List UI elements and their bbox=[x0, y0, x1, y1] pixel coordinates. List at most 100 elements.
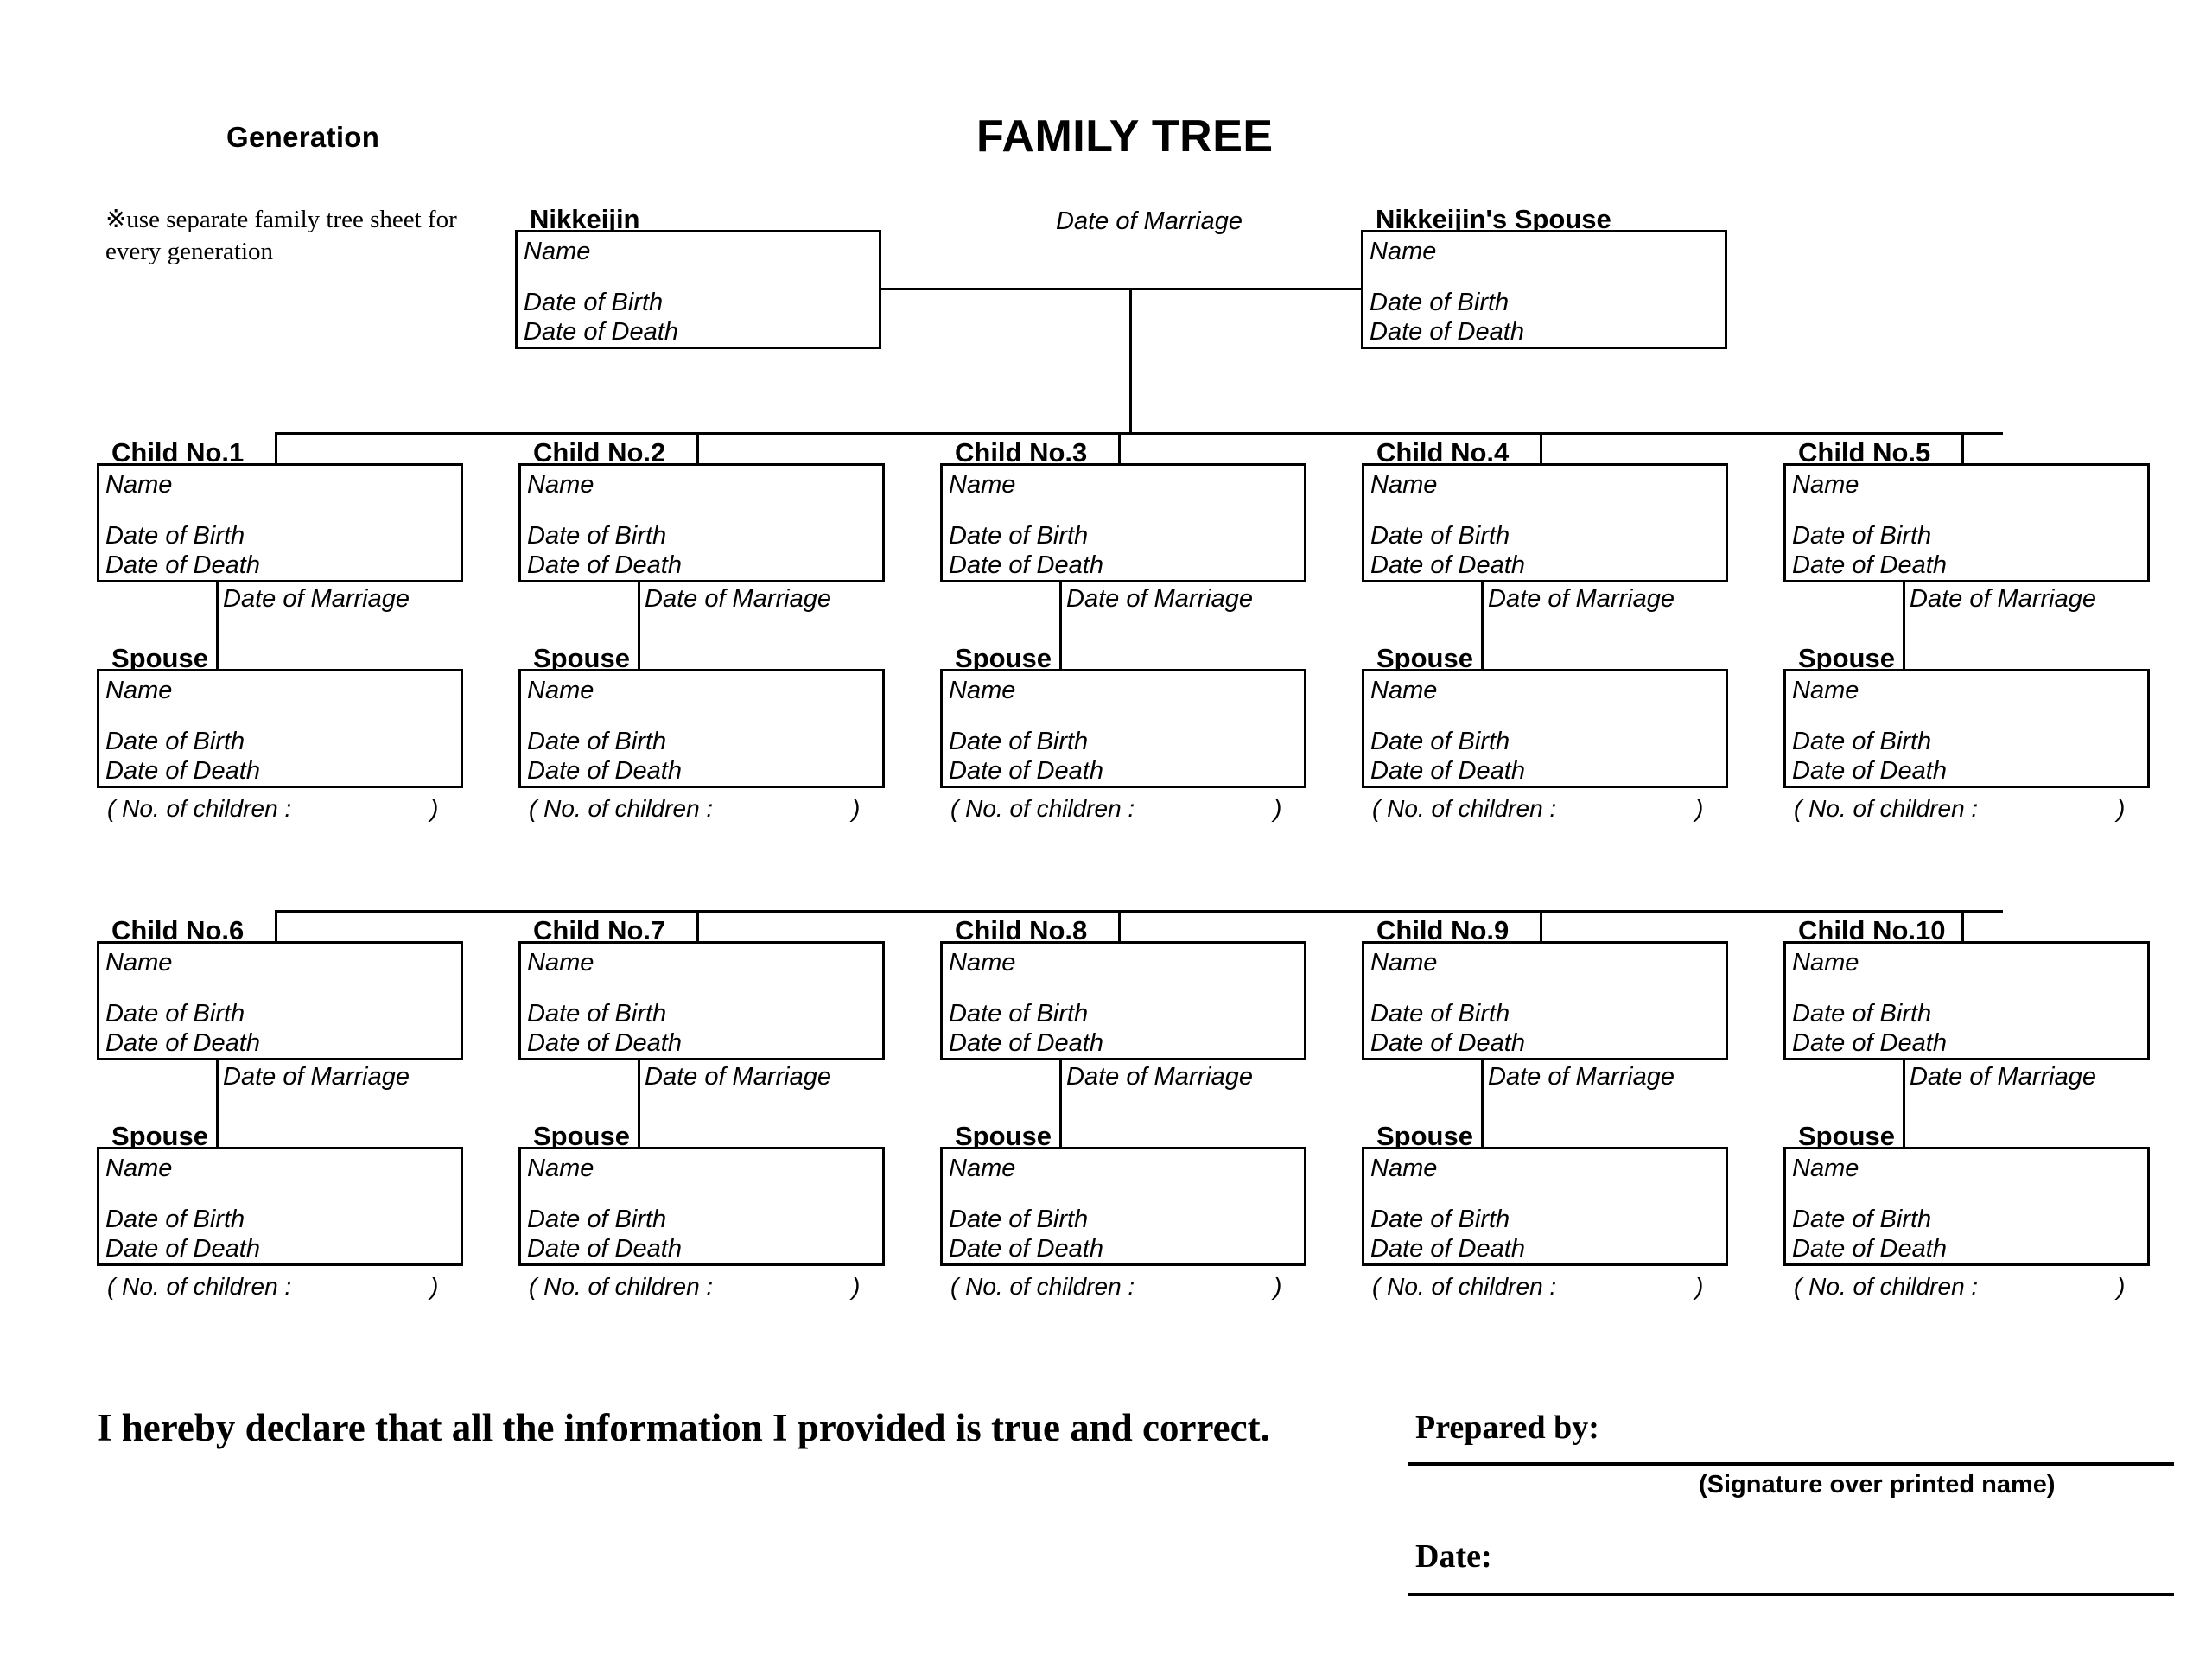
dod-field-label: Date of Death bbox=[1792, 1235, 1947, 1263]
children-count-line[interactable]: ( No. of children :) bbox=[529, 795, 885, 823]
children-count-line[interactable]: ( No. of children :) bbox=[950, 1273, 1306, 1301]
dob-field-label: Date of Birth bbox=[527, 1000, 667, 1028]
spouse-caption: Spouse bbox=[111, 643, 208, 673]
name-field-label: Name bbox=[527, 677, 594, 704]
name-field-label: Name bbox=[1792, 677, 1859, 704]
children-count-line[interactable]: ( No. of children :) bbox=[1794, 795, 2150, 823]
dob-field-label: Date of Birth bbox=[105, 1206, 245, 1233]
prepared-by-label: Prepared by: bbox=[1415, 1410, 1599, 1446]
spouse-caption: Spouse bbox=[955, 643, 1052, 673]
name-field-label: Name bbox=[527, 1155, 594, 1182]
dod-field-label: Date of Death bbox=[1792, 1029, 1947, 1057]
name-field-label: Name bbox=[1370, 1155, 1438, 1182]
dob-field-label: Date of Birth bbox=[1370, 1206, 1510, 1233]
children-count-open: ( No. of children : bbox=[529, 795, 714, 822]
child-caption: Child No.8 bbox=[955, 915, 1088, 945]
children-count-open: ( No. of children : bbox=[1794, 795, 1979, 822]
dob-field-label: Date of Birth bbox=[949, 522, 1089, 550]
name-field-label: Name bbox=[949, 471, 1016, 499]
signature-hint: (Signature over printed name) bbox=[1699, 1471, 2056, 1499]
dob-field-label: Date of Birth bbox=[949, 728, 1089, 755]
child-marriage-connector bbox=[638, 580, 640, 669]
child-drop-line bbox=[275, 432, 277, 463]
name-field-label: Name bbox=[105, 677, 173, 704]
child-marriage-connector bbox=[1481, 580, 1484, 669]
dod-field-label: Date of Death bbox=[527, 1235, 682, 1263]
children-count-open: ( No. of children : bbox=[1794, 1273, 1979, 1300]
children-count-line[interactable]: ( No. of children :) bbox=[107, 795, 463, 823]
sibling-bar-row2 bbox=[275, 910, 2003, 913]
name-field-label: Name bbox=[1792, 471, 1859, 499]
date-rule[interactable] bbox=[1408, 1593, 2174, 1596]
dod-field-label: Date of Death bbox=[949, 757, 1103, 785]
dob-field-label: Date of Birth bbox=[105, 522, 245, 550]
spouse-caption: Spouse bbox=[955, 1121, 1052, 1151]
children-count-close: ) bbox=[2117, 1273, 2126, 1300]
dob-field-label: Date of Birth bbox=[1370, 728, 1510, 755]
prepared-by-rule[interactable] bbox=[1408, 1462, 2174, 1466]
dod-field-label: Date of Death bbox=[1370, 1235, 1525, 1263]
child-drop-line bbox=[275, 910, 277, 941]
children-count-line[interactable]: ( No. of children :) bbox=[529, 1273, 885, 1301]
children-count-close: ) bbox=[1695, 1273, 1704, 1300]
child-caption: Child No.1 bbox=[111, 437, 245, 468]
children-count-close: ) bbox=[1274, 795, 1282, 822]
nikkeijin-box[interactable]: Name Date of Birth Date of Death bbox=[515, 230, 881, 349]
nikkeijin-caption: Nikkeijin bbox=[530, 204, 640, 234]
child-drop-line bbox=[696, 432, 699, 463]
children-count-line[interactable]: ( No. of children :) bbox=[1794, 1273, 2150, 1301]
dod-field-label: Date of Death bbox=[105, 1235, 260, 1263]
dob-field-label: Date of Birth bbox=[105, 1000, 245, 1028]
dob-field-label: Date of Birth bbox=[527, 728, 667, 755]
children-count-line[interactable]: ( No. of children :) bbox=[107, 1273, 463, 1301]
dod-field-label: Date of Death bbox=[1792, 551, 1947, 579]
child-caption: Child No.2 bbox=[533, 437, 666, 468]
children-count-close: ) bbox=[852, 795, 861, 822]
name-field-label: Name bbox=[1370, 238, 1437, 265]
spouse-caption: Spouse bbox=[533, 643, 630, 673]
child-drop-line bbox=[1540, 910, 1542, 941]
children-count-line[interactable]: ( No. of children :) bbox=[1372, 795, 1728, 823]
child-drop-line bbox=[1961, 910, 1964, 941]
child-marriage-connector bbox=[216, 580, 219, 669]
child-caption: Child No.6 bbox=[111, 915, 245, 945]
nikkeijin-spouse-box[interactable]: Name Date of Birth Date of Death bbox=[1361, 230, 1727, 349]
dod-field-label: Date of Death bbox=[1370, 318, 1524, 346]
child-caption: Child No.7 bbox=[533, 915, 666, 945]
top-marriage-date-label: Date of Marriage bbox=[1056, 207, 1243, 235]
child-marriage-date-label: Date of Marriage bbox=[1066, 585, 1253, 613]
page-title: FAMILY TREE bbox=[976, 111, 1274, 162]
children-count-line[interactable]: ( No. of children :) bbox=[950, 795, 1306, 823]
dod-field-label: Date of Death bbox=[105, 551, 260, 579]
dob-field-label: Date of Birth bbox=[1792, 522, 1932, 550]
spouse-caption: Spouse bbox=[1798, 643, 1895, 673]
dob-field-label: Date of Birth bbox=[1792, 728, 1932, 755]
declaration-text: I hereby declare that all the informatio… bbox=[97, 1406, 1270, 1449]
children-count-line[interactable]: ( No. of children :) bbox=[1372, 1273, 1728, 1301]
child-marriage-date-label: Date of Marriage bbox=[223, 585, 410, 613]
spouse-caption: Spouse bbox=[533, 1121, 630, 1151]
name-field-label: Name bbox=[105, 1155, 173, 1182]
child-marriage-date-label: Date of Marriage bbox=[1066, 1063, 1253, 1091]
